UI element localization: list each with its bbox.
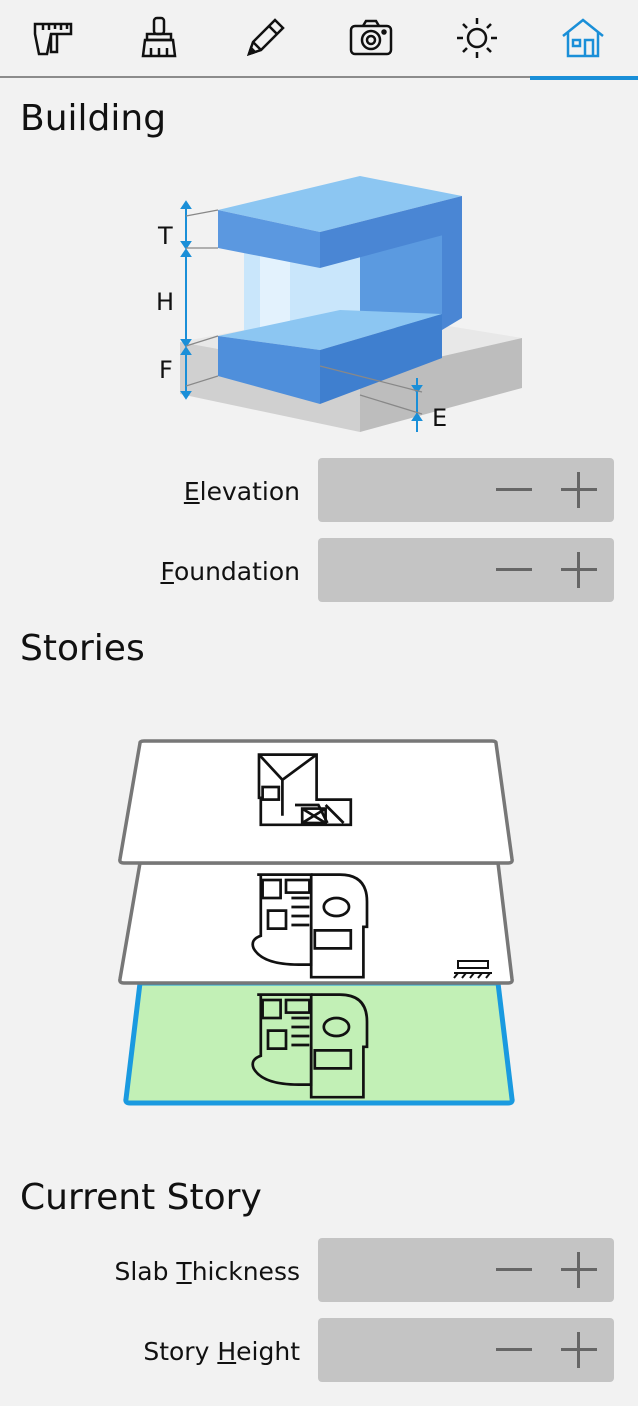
slab-thickness-minus-button[interactable] — [494, 1250, 534, 1290]
sun-icon — [457, 18, 497, 58]
foundation-plus-button[interactable] — [559, 550, 599, 590]
top-slab-front — [218, 210, 320, 268]
label-e: E — [432, 404, 447, 432]
story-card-middle[interactable] — [118, 861, 514, 985]
brush-icon — [141, 16, 177, 58]
building-diagram: T H F E — [156, 176, 522, 432]
section-title-stories: Stories — [20, 628, 145, 669]
top-slab-top — [218, 176, 462, 232]
slab-thickness-plus-button[interactable] — [559, 1250, 599, 1290]
tab-camera[interactable] — [318, 0, 424, 76]
stories-stack — [118, 739, 515, 1106]
story-card-ground[interactable] — [123, 980, 515, 1106]
slab-thickness-label: Slab Thickness — [114, 1257, 300, 1286]
ground-level-icon — [453, 960, 492, 979]
tab-lighting[interactable] — [424, 0, 530, 76]
pencil-icon — [247, 18, 285, 56]
foundation-stepper[interactable] — [318, 538, 614, 602]
story-height-plus-button[interactable] — [559, 1330, 599, 1370]
toolbar — [0, 0, 638, 80]
bottom-slab-front — [218, 336, 320, 404]
house-icon — [562, 18, 604, 58]
foundation-label: Foundation — [160, 557, 300, 586]
slab-thickness-stepper[interactable] — [318, 1238, 614, 1302]
tab-measure-tools[interactable] — [0, 0, 106, 76]
label-h: H — [156, 288, 174, 316]
section-title-current-story: Current Story — [20, 1177, 262, 1218]
tab-materials[interactable] — [106, 0, 212, 76]
story-height-minus-button[interactable] — [494, 1330, 534, 1370]
caliper-ruler-icon — [33, 22, 73, 56]
elevation-stepper[interactable] — [318, 458, 614, 522]
tab-building[interactable] — [530, 0, 638, 80]
story-height-label: Story Height — [143, 1337, 300, 1366]
foundation-minus-button[interactable] — [494, 550, 534, 590]
tab-edit[interactable] — [212, 0, 318, 76]
ground-side — [360, 338, 522, 432]
elevation-plus-button[interactable] — [559, 470, 599, 510]
label-t: T — [157, 222, 173, 250]
section-title-building: Building — [20, 98, 167, 139]
elevation-label: Elevation — [183, 477, 300, 506]
label-f: F — [159, 356, 173, 384]
story-card-roof[interactable] — [118, 739, 514, 865]
bottom-slab-top — [218, 310, 442, 350]
elevation-minus-button[interactable] — [494, 470, 534, 510]
story-height-stepper[interactable] — [318, 1318, 614, 1382]
camera-icon — [349, 19, 393, 56]
